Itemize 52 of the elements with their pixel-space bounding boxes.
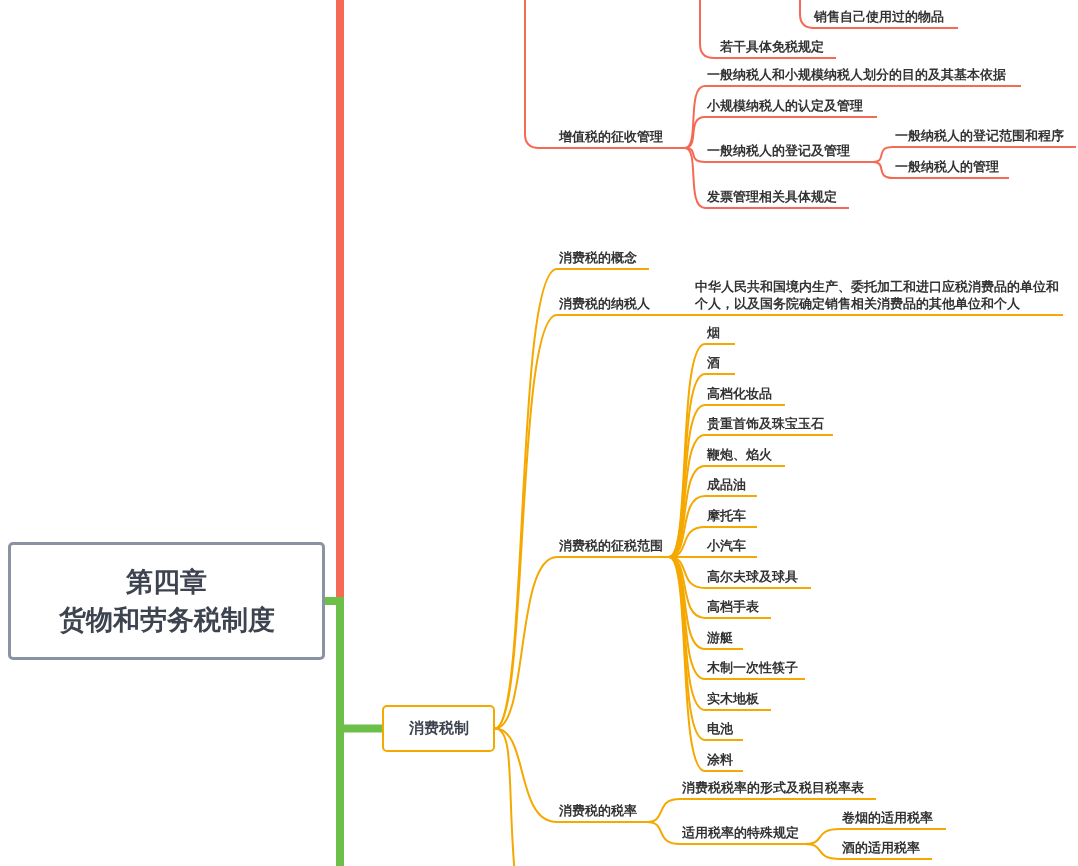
topic-label: 涂料 <box>705 751 743 772</box>
topic-label: 高档手表 <box>705 598 771 619</box>
connector-line <box>699 0 719 59</box>
topic-label: 增值税的征收管理 <box>557 128 685 149</box>
topic-label: 中华人民共和国境内生产、委托加工和进口应税消费品的单位和个人，以及国务院确定销售相关消费品的其他单位和个人 <box>693 278 1063 316</box>
topic-label: 鞭炮、焰火 <box>705 446 785 467</box>
topic-label: 消费税的征税范围 <box>557 537 669 558</box>
topic-label: 适用税率的特殊规定 <box>680 824 805 845</box>
topic-label: 一般纳税人的登记范围和程序 <box>893 127 1076 148</box>
topic-label: 高档化妆品 <box>705 385 785 406</box>
topic-label: 消费税税率的形式及税目税率表 <box>680 779 876 800</box>
topic-label: 消费税的纳税人 <box>557 295 665 316</box>
topic-label: 贵重首饰及珠宝玉石 <box>705 415 833 436</box>
topic-label: 消费税的概念 <box>557 249 649 270</box>
topic-label: 一般纳税人和小规模纳税人划分的目的及其基本依据 <box>705 66 1021 87</box>
topic-label: 若干具体免税规定 <box>718 38 836 59</box>
topic-text: 货物和劳务税制度 <box>58 603 275 637</box>
topic-label: 成品油 <box>705 476 757 497</box>
topic-label: 一般纳税人的登记及管理 <box>705 142 873 163</box>
connector-line <box>494 727 516 866</box>
connector-line <box>494 556 558 730</box>
topic-label: 烟 <box>705 324 735 345</box>
branch-topic-box <box>382 705 495 752</box>
topic-label: 卷烟的适用税率 <box>840 809 946 830</box>
central-topic-box <box>8 542 325 660</box>
connector-line <box>664 314 694 316</box>
connector-line <box>804 843 841 860</box>
topic-label: 小汽车 <box>705 537 757 558</box>
topic-label: 游艇 <box>705 629 743 650</box>
connector-line <box>684 147 706 209</box>
topic-label: 消费税的税率 <box>557 802 647 823</box>
topic-label: 酒 <box>705 354 735 375</box>
topic-label: 小规模纳税人的认定及管理 <box>705 97 877 118</box>
connector-line <box>684 147 706 163</box>
topic-text: 消费税制 <box>408 719 469 738</box>
connector-line <box>646 821 681 845</box>
topic-label: 电池 <box>705 720 743 741</box>
topic-label: 摩托车 <box>705 507 757 528</box>
topic-label: 销售自己使用过的物品 <box>812 8 958 29</box>
topic-label: 一般纳税人的管理 <box>893 158 1009 179</box>
connector-line <box>524 0 558 149</box>
topic-label: 实木地板 <box>705 690 771 711</box>
topic-label: 木制一次性筷子 <box>705 659 805 680</box>
topic-label: 高尔夫球及球具 <box>705 568 811 589</box>
connector-line <box>799 0 815 29</box>
connector-line <box>668 556 706 619</box>
topic-text: 第四章 <box>126 565 207 599</box>
topic-label: 酒的适用税率 <box>840 839 932 860</box>
connector-line <box>684 116 706 149</box>
connector-line <box>872 161 894 179</box>
connector-line <box>668 465 706 558</box>
topic-label: 发票管理相关具体规定 <box>705 188 849 209</box>
